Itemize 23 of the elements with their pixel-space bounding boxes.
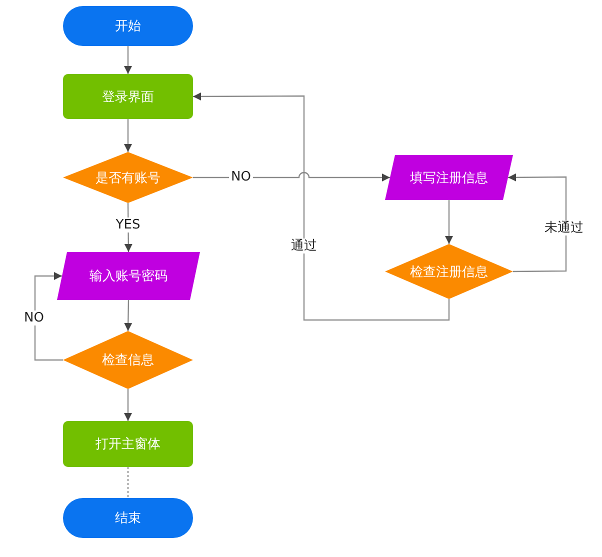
arrow [34, 272, 63, 361]
decision-diamond: 是否有账号 [63, 152, 193, 203]
arrow [445, 200, 453, 244]
input-parallelogram: 输入账号密码 [57, 252, 200, 300]
edge-label: 未通过 [542, 220, 586, 236]
terminal-pill: 开始 [63, 6, 193, 46]
process-box: 打开主窗体 [63, 421, 193, 467]
edge-label: 通过 [289, 238, 319, 254]
terminal-pill: 结束 [63, 498, 193, 538]
arrow [193, 92, 450, 321]
edge-label: YES [114, 218, 142, 232]
connector-line [127, 467, 129, 498]
decision-diamond: 检查信息 [63, 331, 193, 389]
edge-label: NO [22, 310, 46, 326]
arrow [193, 172, 390, 182]
arrow [508, 173, 567, 272]
process-box: 登录界面 [63, 74, 193, 119]
decision-diamond: 检查注册信息 [385, 244, 513, 299]
arrow [124, 389, 132, 421]
arrow [124, 119, 132, 152]
input-parallelogram: 填写注册信息 [385, 155, 513, 200]
arrow [124, 300, 132, 332]
arrow [124, 46, 132, 74]
